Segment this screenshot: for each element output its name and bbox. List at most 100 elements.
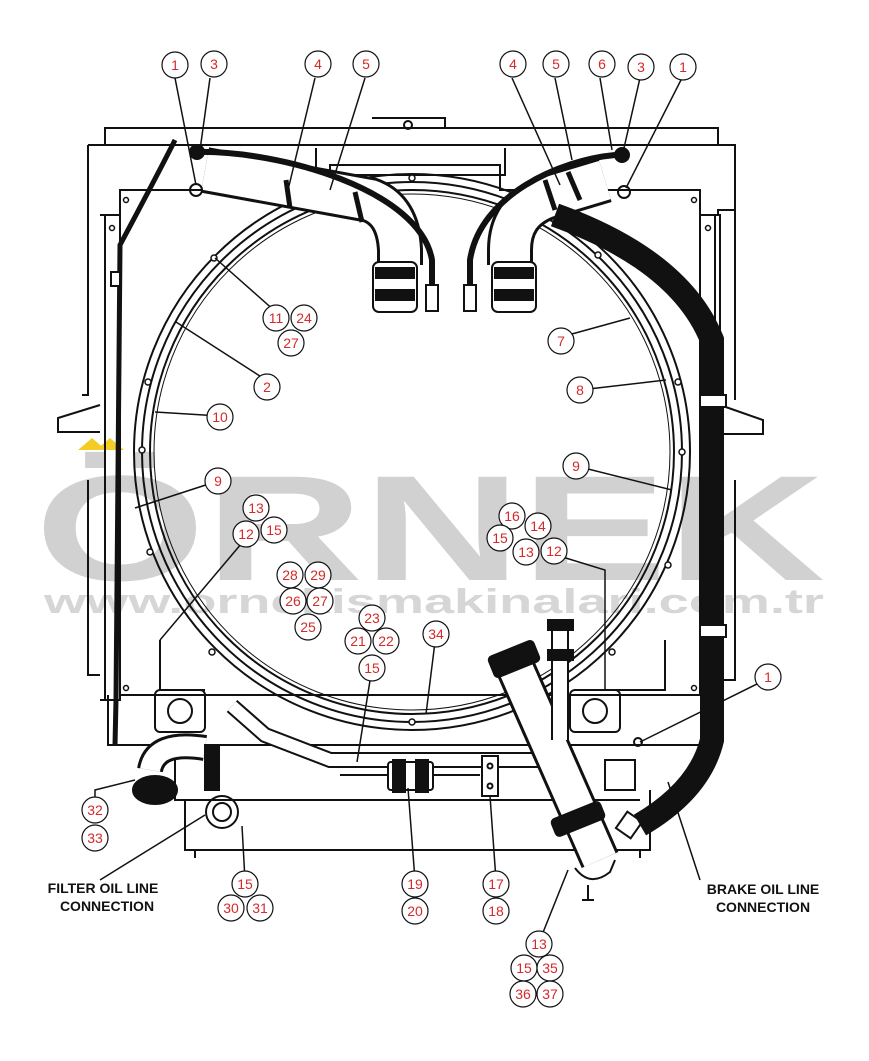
fan-ring-outer: [134, 174, 690, 730]
callout-35: 35: [536, 954, 564, 982]
line-drawing: [58, 78, 765, 940]
right-outlet-port: [583, 699, 607, 723]
callout-circle: [754, 663, 782, 691]
oil-cooler-feet: [195, 850, 640, 858]
callout-number: 11: [269, 310, 284, 326]
diagonal-pipe-mid-clamp: [551, 801, 606, 837]
left-elbow-hose-inner: [150, 746, 205, 770]
callout-2: 2: [253, 373, 281, 401]
callout-circle: [509, 980, 537, 1008]
callout-circle: [253, 373, 281, 401]
callout-circle: [262, 304, 290, 332]
left-hydraulic-fitting: [426, 285, 438, 311]
filter-connection-port: [213, 803, 231, 821]
callout-number: 5: [552, 56, 560, 72]
callout-number: 3: [210, 56, 218, 72]
brake-oil-label-line2: CONNECTION: [716, 899, 810, 915]
right-outlet-flange: [570, 690, 620, 732]
left-ring-support: [160, 640, 205, 690]
callout-number: 1: [171, 57, 179, 73]
callout-7: 7: [547, 327, 575, 355]
connection-labels: FILTER OIL LINE CONNECTION BRAKE OIL LIN…: [48, 880, 820, 915]
callout-37: 37: [536, 980, 564, 1008]
callout-circle: [372, 627, 400, 655]
callout-circle: [294, 613, 322, 641]
callout-9: 9: [204, 467, 232, 495]
callout-12: 12: [232, 520, 260, 548]
callout-number: 13: [248, 500, 264, 516]
left-hose-bands: [286, 180, 362, 222]
callout-circle: [217, 894, 245, 922]
callout-number: 36: [515, 986, 531, 1002]
callout-circle: [344, 627, 372, 655]
callout-17: 17: [482, 870, 510, 898]
callout-number: 12: [546, 543, 562, 559]
callout-circle: [304, 50, 332, 78]
callout-number: 37: [542, 986, 558, 1002]
callout-circle: [81, 824, 109, 852]
callout-number: 32: [87, 802, 103, 818]
callout-number: 26: [285, 593, 301, 609]
right-cap-item-1: [618, 186, 630, 198]
callout-circle: [512, 538, 540, 566]
filter-oil-label-line1: FILTER OIL LINE: [48, 880, 159, 896]
callout-number: 19: [407, 876, 423, 892]
callout-circle: [260, 516, 288, 544]
left-elbow-clamp: [205, 745, 219, 790]
brake-hose-end: [616, 812, 642, 839]
callout-number: 15: [237, 876, 253, 892]
upright-pipe-clamp-bottom: [548, 650, 573, 660]
callout-number: 24: [296, 310, 312, 326]
callout-number: 35: [542, 960, 558, 976]
callout-number: 31: [252, 900, 268, 916]
tube-bracket: [482, 756, 498, 796]
callout-20: 20: [401, 897, 429, 925]
callout-13: 13: [525, 930, 553, 958]
callout-19: 19: [401, 870, 429, 898]
callout-circle: [206, 403, 234, 431]
callout-8: 8: [566, 376, 594, 404]
callout-circle: [358, 654, 386, 682]
callout-circle: [306, 587, 334, 615]
callout-10: 10: [206, 403, 234, 431]
callout-number: 27: [312, 593, 328, 609]
callout-number: 28: [282, 567, 298, 583]
filter-connection-fitting: [206, 796, 238, 828]
callout-number: 18: [488, 903, 504, 919]
callout-circle: [231, 870, 259, 898]
left-hose-clamp-2: [376, 290, 414, 300]
callout-number: 10: [212, 409, 228, 425]
callout-number: 3: [637, 59, 645, 75]
callout-circle: [401, 870, 429, 898]
callout-circle: [499, 50, 527, 78]
callout-23: 23: [358, 604, 386, 632]
left-outlet-flange: [155, 690, 205, 732]
callout-15: 15: [358, 654, 386, 682]
callout-number: 25: [300, 619, 316, 635]
right-upper-hose-inner: [510, 180, 605, 265]
upright-pipe-clamp-top: [548, 620, 573, 630]
callout-number: 13: [518, 544, 534, 560]
callout-26: 26: [279, 587, 307, 615]
callout-22: 22: [372, 627, 400, 655]
callout-29: 29: [304, 561, 332, 589]
callout-13: 13: [512, 538, 540, 566]
top-bracket: [372, 118, 445, 128]
callout-9: 9: [562, 452, 590, 480]
right-hose-bands: [545, 172, 580, 210]
brake-hose-clip-2: [700, 625, 726, 637]
callout-circle: [482, 870, 510, 898]
right-frame-lower: [720, 480, 735, 680]
callout-circle: [486, 524, 514, 552]
right-hose-clamp-1: [495, 268, 533, 278]
watermark-url: www.ornekismakinalari.com.tr: [42, 583, 824, 621]
diagonal-pipe-top-clamp: [488, 640, 541, 678]
callout-27: 27: [306, 587, 334, 615]
callout-25: 25: [294, 613, 322, 641]
callout-number: 13: [531, 936, 547, 952]
callout-circle: [352, 50, 380, 78]
left-hose-clamp-1: [376, 268, 414, 278]
callout-number: 1: [764, 669, 772, 685]
callout-circle: [200, 50, 228, 78]
